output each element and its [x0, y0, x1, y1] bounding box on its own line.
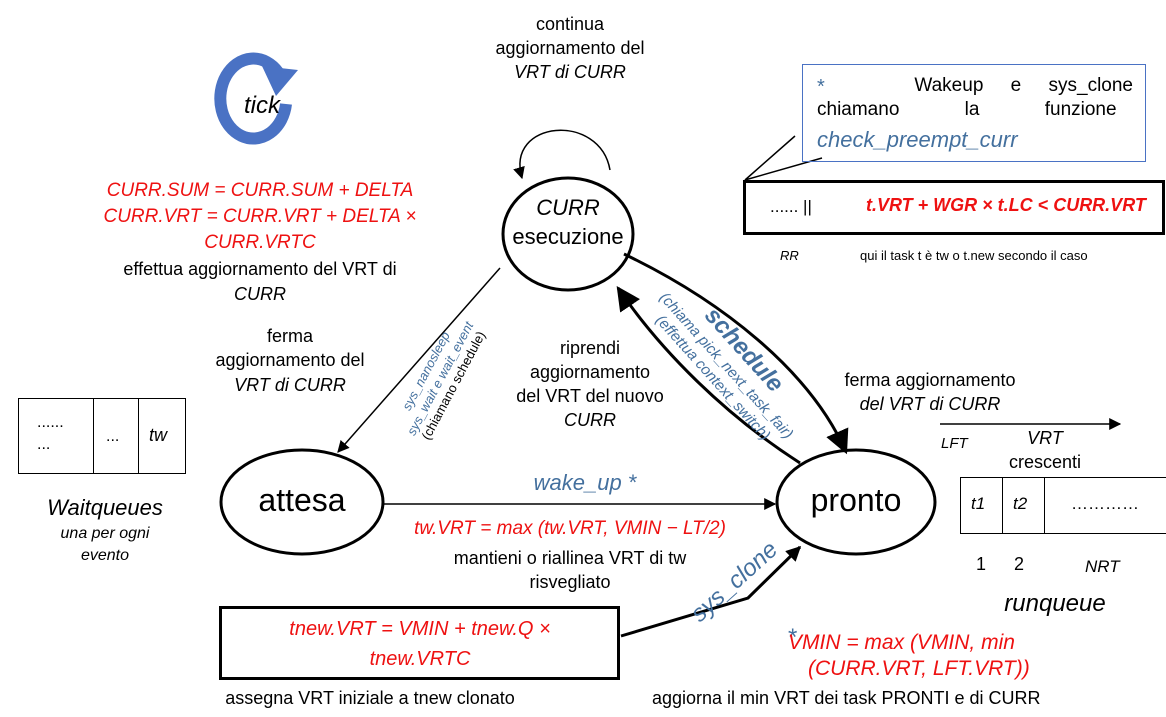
note-line-1: Wakeup e sys_clone: [914, 75, 1133, 96]
curr-to-attesa-arrow: [337, 267, 501, 453]
curr-state-name: CURR: [536, 195, 600, 220]
vrt-label: VRT: [1027, 428, 1063, 448]
curr-state-sub: esecuzione: [512, 224, 624, 249]
curr-formula-1: CURR.SUM = CURR.SUM + DELTA: [106, 180, 414, 201]
resume-1: riprendi: [559, 338, 621, 358]
waitqueue-sub-2: evento: [80, 547, 130, 564]
runqueue-cell-t2: t2: [1003, 478, 1045, 533]
lft-label: LFT: [941, 435, 968, 452]
waitqueue-box: ...... ... ... tw: [18, 398, 186, 474]
note-line-2: chiamano la funzione: [817, 99, 1117, 120]
clone-formula-box: tnew.VRT = VMIN + tnew.Q × tnew.VRTC: [219, 606, 620, 680]
runqueue-cell-rest: …………: [1045, 478, 1166, 533]
resume-2: aggiornamento: [529, 362, 651, 382]
state-pronto-ellipse[interactable]: [775, 448, 937, 556]
tick-label: tick: [244, 92, 280, 119]
top-loop-line-1: continua: [535, 14, 605, 34]
pronto-to-curr-arrow: [616, 286, 801, 465]
note-star: *: [817, 76, 825, 98]
waitqueue-cell-1-top: ......: [37, 414, 64, 431]
curr-caption-1: effettua aggiornamento del VRT di: [123, 259, 397, 279]
right-stop-2: del VRT di CURR: [859, 394, 1001, 414]
runqueue-box: t1 t2 …………: [960, 477, 1166, 534]
top-loop-line-3: VRT di CURR: [514, 62, 626, 82]
note-box: * Wakeup e sys_clone chiamano la funzion…: [802, 64, 1146, 162]
resume-4: CURR: [564, 410, 616, 430]
condition-formula: t.VRT + WGR × t.LC < CURR.VRT: [866, 195, 1146, 215]
waitqueue-cell-3-text: tw: [149, 425, 167, 445]
note-comment: qui il task t è tw o t.new secondo il ca…: [860, 248, 1088, 263]
waitqueue-cell-3: tw: [139, 399, 185, 473]
runqueue-cell-t2-text: t2: [1013, 494, 1028, 513]
left-stop-3: VRT di CURR: [234, 375, 346, 395]
state-attesa-ellipse[interactable]: [219, 448, 385, 556]
runqueue-cell-t1-text: t1: [971, 494, 986, 513]
right-stop-1: ferma aggiornamento: [844, 370, 1016, 390]
vmin-formula-2: (CURR.VRT, LFT.VRT)): [808, 657, 1030, 680]
waitqueue-title: Waitqueues: [47, 495, 163, 520]
curr-to-pronto-arrow: [623, 252, 849, 455]
condition-prefix: ...... ||: [770, 197, 812, 216]
resume-3: del VRT del nuovo: [516, 386, 664, 406]
wake-up-label: wake_up *: [533, 470, 637, 495]
state-curr-ellipse[interactable]: [501, 176, 635, 292]
waitqueue-cell-2: ...: [94, 399, 139, 473]
curr-formula-2: CURR.VRT = CURR.VRT + DELTA ×: [103, 206, 417, 227]
wake-caption-2: risvegliato: [529, 572, 611, 592]
curr-caption-2: CURR: [234, 284, 286, 304]
waitqueue-sub-1: una per ogni: [60, 525, 150, 542]
runqueue-index-1: 1: [976, 554, 987, 574]
left-stop-1: ferma: [266, 326, 313, 346]
clone-to-pronto-arrow: [620, 545, 802, 638]
runqueue-cell-t1: t1: [961, 478, 1003, 533]
waitqueue-cell-2-text: ...: [106, 428, 120, 445]
condition-box: ...... || t.VRT + WGR × t.LC < CURR.VRT: [743, 180, 1165, 235]
vmin-formula-1: VMIN = max (VMIN, min: [788, 631, 1015, 654]
runqueue-index-2: 2: [1014, 554, 1025, 574]
left-stop-2: aggiornamento del: [215, 350, 365, 370]
self-loop-arrow: [513, 129, 611, 180]
nrt-label: NRT: [1085, 557, 1120, 576]
clone-formula-1: tnew.VRT = VMIN + tnew.Q ×: [289, 618, 551, 640]
runqueue-title: runqueue: [1004, 590, 1106, 617]
attesa-state-label: attesa: [258, 482, 346, 518]
wake-formula: tw.VRT = max (tw.VRT, VMIN − LT/2): [414, 518, 726, 539]
note-func: check_preempt_curr: [817, 127, 1018, 152]
curr-formula-3: CURR.VRTC: [204, 232, 316, 253]
rr-label: RR: [780, 248, 799, 263]
vmin-caption: aggiorna il min VRT dei task PRONTI e di…: [652, 688, 1041, 708]
runqueue-cell-rest-text: …………: [1071, 494, 1139, 513]
wake-caption-1: mantieni o riallinea VRT di tw: [453, 548, 687, 568]
waitqueue-cell-1-bottom: ...: [37, 436, 51, 453]
waitqueue-cell-1: ...... ...: [19, 399, 94, 473]
tick-cycle-icon: [214, 52, 298, 145]
clone-caption: assegna VRT iniziale a tnew clonato: [225, 688, 515, 708]
crescenti-label: crescenti: [1008, 452, 1082, 472]
clone-star: *: [788, 624, 798, 651]
pronto-state-label: pronto: [810, 482, 902, 518]
clone-formula-2: tnew.VRTC: [369, 648, 471, 670]
top-loop-line-2: aggiornamento del: [495, 38, 645, 58]
